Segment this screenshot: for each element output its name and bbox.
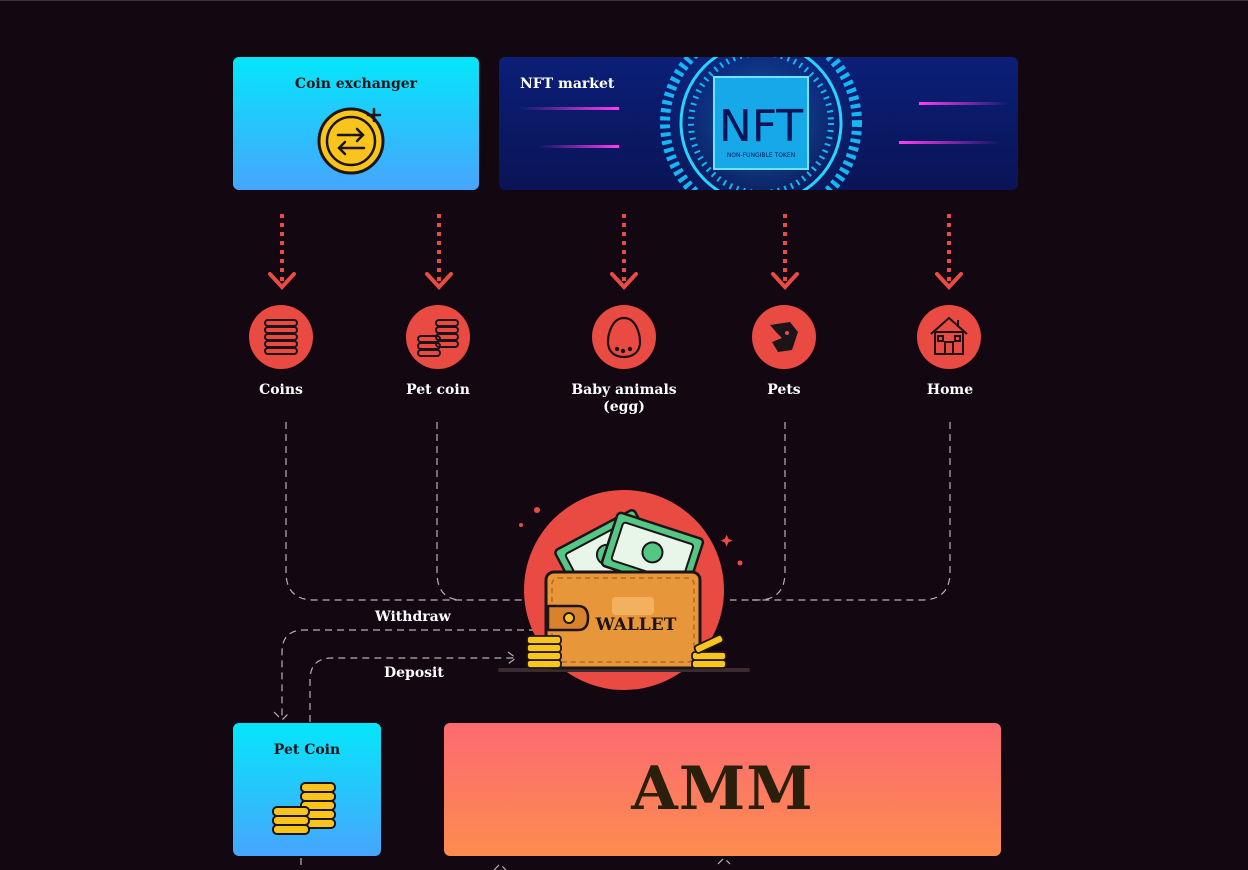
pet-coin-icon [417, 319, 459, 357]
arrow-down-icon [268, 214, 296, 290]
arrow-down-icon [771, 214, 799, 290]
arrow-down-icon [610, 214, 638, 290]
coin-stack-icon [272, 782, 336, 835]
node-label-pets: Pets [767, 382, 801, 398]
down-arrows [268, 214, 963, 290]
node-pet-coin [406, 305, 470, 369]
exchange-coin-icon [317, 107, 385, 175]
amm-title: AMM [631, 754, 814, 824]
nft-banner-graphic: NFT NON-FUNGIBLE TOKEN [519, 57, 1009, 190]
wallet-label: WALLET [595, 615, 677, 635]
node-pets [752, 305, 816, 369]
node-baby-animals [592, 305, 656, 369]
dragon-pet-icon [770, 322, 798, 352]
coin-exchanger-card: Coin exchanger [233, 57, 479, 190]
house-icon [930, 316, 968, 355]
pet-coin-title: Pet Coin [273, 742, 341, 758]
node-label-pet-coin: Pet coin [406, 382, 470, 398]
nft-market-card: NFT NON-FUNGIBLE TOKEN NFT market [499, 57, 1018, 190]
coins-stack-icon [264, 319, 298, 355]
withdraw-label: Withdraw [375, 609, 451, 625]
amm-card: AMM [444, 723, 1001, 856]
node-home [917, 305, 981, 369]
node-label-coins: Coins [259, 382, 303, 398]
nft-badge-text: NFT [719, 101, 803, 152]
node-label-baby-animals: Baby animals (egg) [571, 382, 677, 415]
arrow-down-icon [935, 214, 963, 290]
wallet-illustration: WALLET [498, 490, 750, 690]
coin-stack-right [691, 634, 727, 669]
node-label-home: Home [926, 382, 974, 398]
node-coins [249, 305, 313, 369]
pet-coin-card: Pet Coin [233, 723, 381, 856]
wallet-connectors [273, 422, 951, 870]
coin-stack-left [526, 635, 562, 669]
nft-subtext: NON-FUNGIBLE TOKEN [727, 152, 795, 159]
egg-icon [606, 316, 642, 359]
coin-exchanger-title: Coin exchanger [294, 76, 418, 92]
nft-market-title: NFT market [520, 76, 615, 92]
deposit-label: Deposit [384, 665, 444, 681]
arrow-down-icon [425, 214, 453, 290]
